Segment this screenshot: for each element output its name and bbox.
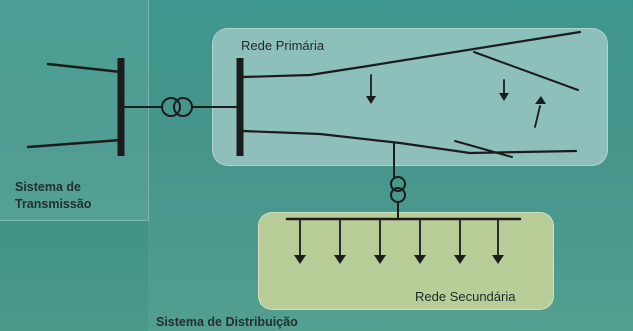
distribution-label: Sistema de Distribuição	[156, 315, 298, 329]
primary-feeder-lower	[241, 129, 578, 155]
transmission-line-upper	[46, 62, 123, 74]
transmission-label-line1: Sistema de	[15, 180, 82, 194]
primary-network-label: Rede Primária	[241, 38, 325, 53]
secondary-load-1-icon	[294, 218, 306, 264]
transformer-main-icon	[161, 97, 193, 117]
secondary-load-4-icon	[414, 218, 426, 264]
primary-feeder-upper	[241, 30, 582, 79]
primary-load-1-icon	[366, 74, 376, 104]
primary-load-2-icon	[499, 79, 509, 101]
secondary-network-label: Rede Secundária	[415, 289, 516, 304]
primary-branch-upper	[473, 51, 579, 91]
secondary-load-6-icon	[492, 218, 504, 264]
transmission-label-line2: Transmissão	[15, 197, 92, 211]
secondary-load-5-icon	[454, 218, 466, 264]
secondary-load-3-icon	[374, 218, 386, 264]
primary-network-box	[212, 28, 608, 166]
secondary-load-2-icon	[334, 218, 346, 264]
primary-branch-lower	[454, 140, 513, 158]
transformer-secondary-icon	[390, 176, 406, 203]
secondary-network-box	[258, 212, 554, 310]
generation-arrow-icon	[534, 96, 546, 128]
transmission-label: Sistema de Transmissão	[15, 179, 91, 213]
transmission-line-lower	[26, 138, 123, 149]
